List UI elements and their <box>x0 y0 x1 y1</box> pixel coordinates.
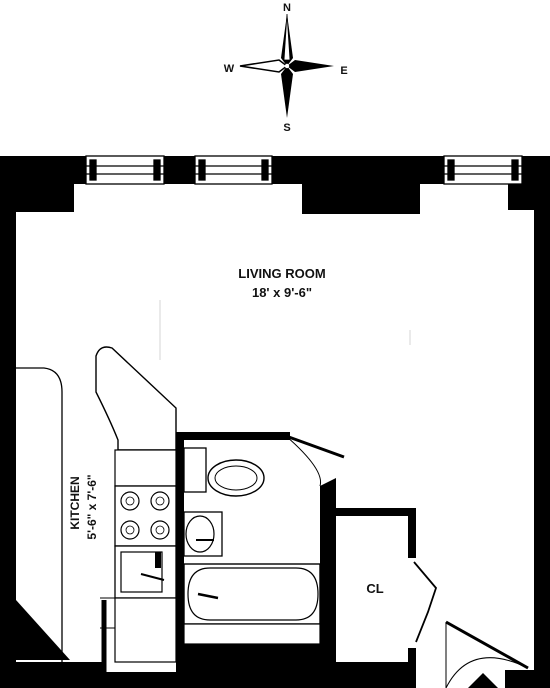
kitchen-counter <box>114 449 177 487</box>
kitchen-dimensions-label: 5'-6" x 7'-6" <box>85 474 99 539</box>
compass-east-point <box>287 60 334 72</box>
windows <box>85 155 523 185</box>
entry-door-swing <box>445 657 529 688</box>
bathroom-door <box>285 434 345 459</box>
compass-north-label: N <box>283 2 291 14</box>
kitchen-angled-counter <box>95 346 177 451</box>
compass-south-label: S <box>283 122 290 134</box>
kitchen-sink <box>114 545 177 599</box>
window-north-3 <box>443 155 523 185</box>
entry-arrow-icon <box>468 673 498 688</box>
bathroom-sink-icon <box>185 515 215 553</box>
compass-rose: N S E W <box>224 2 348 134</box>
bathtub-basin-icon <box>187 567 319 621</box>
window-north-2 <box>194 155 273 185</box>
closet: CL <box>336 508 438 668</box>
faucet-icon <box>140 573 165 581</box>
stove-burner-icon <box>150 491 170 511</box>
closet-label: CL <box>366 581 383 596</box>
kitchen-stove <box>114 485 177 547</box>
living-room-dimensions-label: 18' x 9'-6" <box>252 285 312 300</box>
stove-burner-icon <box>120 520 140 540</box>
kitchen-counter-left <box>16 367 63 662</box>
entry-door <box>445 620 529 688</box>
bathroom-door-swing <box>285 435 322 487</box>
stove-burner-icon <box>120 491 140 511</box>
toilet-tank <box>183 447 207 493</box>
compass-east-label: E <box>340 65 347 77</box>
closet-bifold-door <box>413 561 438 643</box>
kitchen-name-label: KITCHEN <box>68 476 82 529</box>
exterior-walls <box>0 156 550 688</box>
kitchen: KITCHEN 5'-6" x 7'-6" <box>16 346 177 672</box>
bathroom <box>176 432 345 662</box>
stove-burner-icon <box>150 520 170 540</box>
entry-door-leaf <box>445 620 529 670</box>
window-north-1 <box>85 155 165 185</box>
compass-west-label: W <box>224 63 235 75</box>
kitchen-lower-counter <box>114 597 177 663</box>
living-room-name-label: LIVING ROOM <box>238 266 325 281</box>
compass-west-point <box>239 59 289 73</box>
compass-center <box>284 63 290 69</box>
compass-south-point <box>281 66 293 118</box>
tub-faucet-icon <box>197 592 219 600</box>
